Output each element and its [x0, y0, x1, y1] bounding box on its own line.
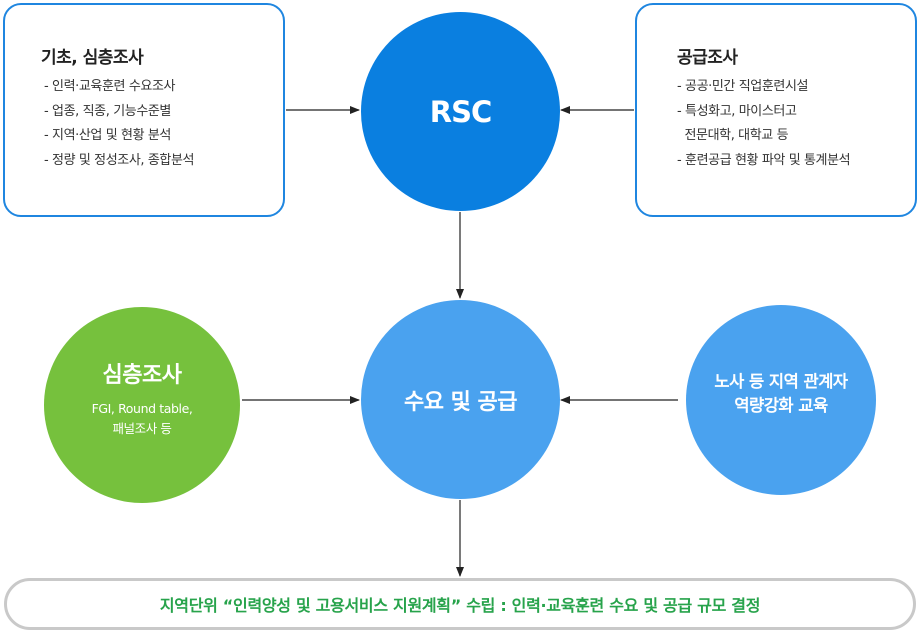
deep-survey-circle: 심층조사 FGI, Round table, 패널조사 등: [44, 307, 240, 503]
basic-survey-list: - 인력·교육훈련 수요조사 - 업종, 직종, 기능수준별 - 지역·산업 및…: [44, 75, 195, 173]
supply-survey-title: 공급조사: [677, 48, 738, 68]
rsc-label: RSC: [429, 94, 492, 129]
education-circle: 노사 등 지역 관계자 역량강화 교육: [686, 305, 876, 495]
supply-survey-box: 공급조사 - 공공·민간 직업훈련시설 - 특성화고, 마이스터고 전문대학, …: [635, 3, 917, 217]
supply-survey-list: - 공공·민간 직업훈련시설 - 특성화고, 마이스터고 전문대학, 대학교 등…: [677, 75, 851, 173]
list-item: - 업종, 직종, 기능수준별: [44, 103, 171, 119]
basic-survey-title: 기초, 심층조사: [41, 48, 144, 68]
deep-survey-label: 심층조사: [102, 363, 182, 388]
demand-supply-label: 수요 및 공급: [403, 389, 518, 415]
education-label-line-2: 역량강화 교육: [734, 396, 828, 415]
list-item: - 공공·민간 직업훈련시설: [677, 79, 809, 94]
demand-supply-circle: 수요 및 공급: [361, 300, 560, 499]
deep-survey-sub-1: FGI, Round table,: [91, 401, 193, 416]
list-item: - 지역·산업 및 현황 분석: [44, 128, 171, 143]
outcome-text: 지역단위 “인력양성 및 고용서비스 지원계획” 수립 : 인력·교육훈련 수요…: [159, 596, 761, 615]
outcome-bar: 지역단위 “인력양성 및 고용서비스 지원계획” 수립 : 인력·교육훈련 수요…: [4, 578, 916, 630]
education-label-line-1: 노사 등 지역 관계자: [714, 372, 848, 391]
list-item: - 정량 및 정성조사, 종합분석: [44, 152, 195, 168]
rsc-circle: RSC: [361, 12, 560, 211]
list-item: - 훈련공급 현황 파악 및 통계분석: [677, 152, 851, 168]
list-item: 전문대학, 대학교 등: [677, 128, 789, 143]
deep-survey-sub-2: 패널조사 등: [112, 421, 172, 436]
list-item: - 인력·교육훈련 수요조사: [44, 79, 176, 94]
basic-survey-box: 기초, 심층조사 - 인력·교육훈련 수요조사 - 업종, 직종, 기능수준별 …: [3, 3, 285, 217]
list-item: - 특성화고, 마이스터고: [677, 103, 797, 119]
